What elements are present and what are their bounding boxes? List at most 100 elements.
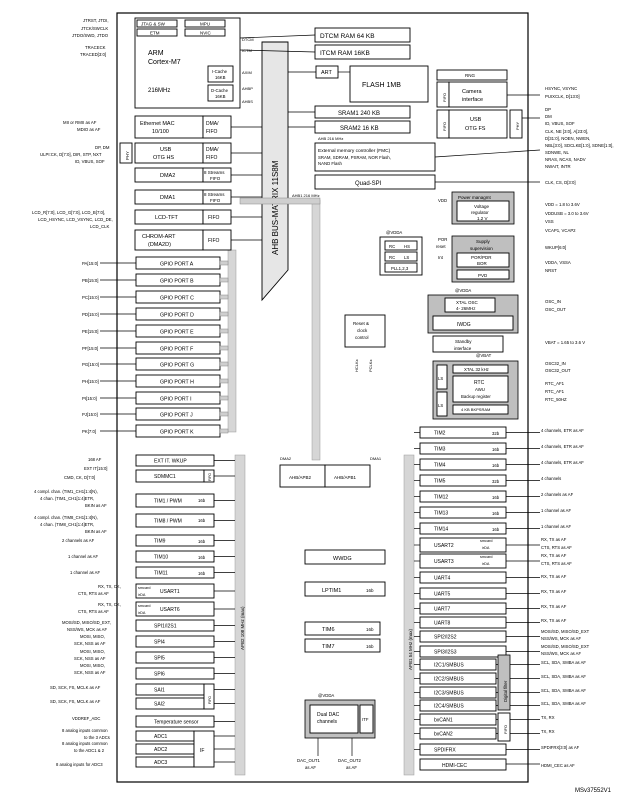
usbhs-pins-3: ID, VBUS, SOF: [75, 159, 105, 164]
etm-label: ETM: [150, 31, 160, 36]
dma2-streams: 8 Streams: [204, 170, 225, 175]
usart2-irda: irDA: [482, 546, 490, 550]
tim5-label: TIM5: [434, 479, 446, 485]
usbhs-otg: OTG HS: [153, 155, 174, 161]
right-pin-label: SCL, SDA, SMBA as AF: [541, 674, 586, 679]
fmc-desc-2: NAND Flash: [318, 161, 342, 166]
apb2-pin-label: 4 chan. (TIM8_CH1[1:4]ETR,: [40, 522, 94, 527]
right-pin-label: NSS/WS, MCK as AF: [541, 636, 581, 641]
apb2-pin-label: CTS, RTS as AF: [78, 609, 109, 614]
phy-label: PHY: [125, 151, 130, 160]
i2c3-label: I2C3/SMBUS: [434, 691, 464, 697]
gpio-port-label: GPIO PORT A: [160, 262, 194, 268]
rng-box: [436, 69, 508, 81]
gpio-bus-arrow: [219, 260, 229, 266]
dma2-label: DMA2: [160, 173, 175, 179]
spi3-label: SPI3/I2S3: [434, 650, 457, 656]
usbhs-pins-2: ULPI:CK, D[7:0], DIR, STP, NXT: [40, 152, 102, 157]
right-pin-label: RX, TX as AF: [541, 604, 567, 609]
can-fifo-box: [497, 712, 511, 742]
por-2: BOR: [477, 261, 488, 266]
uart7-box: [419, 602, 507, 615]
gpio-pin-label: PG[15:0]: [82, 362, 99, 367]
eth-dma: DMA/: [206, 121, 219, 127]
apb2-pin-label: 4 compl. chan. (TIM8_CH1[1:4]N),: [34, 515, 98, 520]
usart2-label: USART2: [434, 543, 454, 549]
apb2-pin-label: RX, TX, CK,: [98, 602, 121, 607]
xtal32-box: [452, 364, 509, 374]
tim13-label: TIM13: [434, 511, 448, 517]
regulator-box: [456, 200, 510, 222]
right-pin-label: TX, RX: [541, 729, 555, 734]
dac-out2-af: as AF: [346, 765, 357, 770]
right-pin-label: SCL, SDA, SMBA as AF: [541, 688, 586, 693]
spi4-box: [135, 635, 215, 648]
usbfs-fifo: FIFO: [442, 122, 447, 131]
sai-fifo: FIFO: [208, 696, 212, 704]
ahb1-216-label: AHB1 216 MHz: [292, 193, 320, 198]
right-pin-label: RX, TX as AF: [541, 618, 567, 623]
sai2-box: [135, 697, 205, 710]
adc-if-label: IF: [200, 748, 204, 754]
vdd-pins-1: VDD = 1.8 to 3.6V: [545, 202, 580, 207]
hdmi-box: [419, 758, 507, 771]
adc3-label: ADC3: [154, 760, 168, 766]
spdif-label: SPDIFRX: [434, 748, 456, 754]
vbat-range: VBAT = 1.65 to 3.6 V: [545, 340, 585, 345]
camera-box: [448, 81, 508, 108]
gpio-pin-label: PC[15:0]: [82, 295, 99, 300]
gpio-bus-arrow: [219, 395, 229, 401]
supply-1: Supply: [476, 239, 491, 244]
chrom-sub: (DMA2D): [148, 242, 171, 248]
ahb1-vertical-bus: [311, 199, 321, 461]
tim14-bits: 16b: [492, 527, 500, 532]
dac-vdda: @VDDA: [318, 693, 334, 698]
lptim1-label: LPTIM1: [322, 588, 341, 594]
vdd-pins-3: VSS: [545, 219, 554, 224]
sdmmc-fifo: FIFO: [208, 473, 212, 481]
jtag-pins-3: JTDO/SWD, JTDO: [72, 33, 109, 38]
uart8-label: UART8: [434, 621, 451, 627]
gpio-bus-arrow: [219, 411, 229, 417]
pm-label-4: 1.2 V: [477, 216, 488, 221]
gpio-bus-arrow: [219, 428, 229, 434]
tim4-bits: 16b: [492, 463, 500, 468]
apb2-pin-label: 4 chan. (TIM1_CH1[1:4]ETR,: [40, 496, 94, 501]
fmc-desc-1: SRAM, SDRAM, PSRAM, NOR Flash,: [318, 155, 391, 160]
vdd-pins-4: VCAP1, VCAP2: [545, 228, 576, 233]
phy-box: [119, 142, 133, 164]
eth-box: [134, 115, 204, 139]
apb2-pin-label: SCK, NSS as AF: [74, 641, 106, 646]
usbfs-phy-box: [509, 109, 523, 139]
gpio-pin-label: PE[15:0]: [82, 329, 98, 334]
rcc-label-3: control: [355, 335, 369, 340]
cam-pins-1: HSYNC, VSYNC: [545, 86, 577, 91]
gpio-port-label: GPIO PORT B: [160, 279, 194, 285]
apb2-label: APB2 108 MHz (max): [240, 606, 245, 650]
osc-in: OSC_IN: [545, 299, 561, 304]
ls-1: LS: [438, 376, 443, 381]
tim12-bits: 16b: [492, 495, 500, 500]
dcache-box: [207, 84, 234, 102]
bridge-dma2: DMA2: [280, 456, 292, 461]
flash-box: [349, 65, 429, 103]
standby-1: Standby: [455, 339, 472, 344]
icache-size: 16KB: [215, 75, 226, 80]
usart6-irda: irDA: [138, 611, 146, 615]
adc1-label: ADC1: [154, 734, 168, 740]
art-label: ART: [321, 70, 333, 76]
tim5-bits: 32b: [492, 479, 500, 484]
uart4-label: UART4: [434, 576, 451, 582]
lptim1-box: [304, 581, 386, 597]
tim4-label: TIM4: [434, 463, 446, 469]
osc-out: OSC_OUT: [545, 307, 566, 312]
rtc-50hz: RTC_50HZ: [545, 397, 567, 402]
pm-label-1: Power managmt: [458, 195, 492, 200]
pll-label: PLL1,2,3: [391, 266, 409, 271]
apb2-pin-label: 1 channel as AF: [68, 554, 98, 559]
spi5-box: [135, 651, 215, 664]
sai1-box: [135, 683, 205, 696]
rc-hs-2: HS: [404, 244, 410, 249]
dac-out1-af: as AF: [305, 765, 316, 770]
